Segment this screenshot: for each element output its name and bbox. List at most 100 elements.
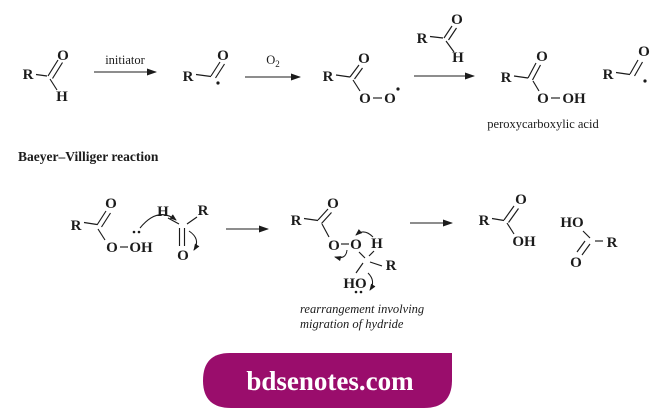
- bond: [349, 64, 360, 78]
- atom-label-o: O: [384, 91, 396, 107]
- atom-label-r: R: [183, 69, 194, 85]
- atom-label-o: O: [106, 240, 118, 256]
- acylperoxy-radical: R O O O: [323, 51, 400, 107]
- bond: [429, 35, 444, 39]
- radical-dot: [396, 87, 400, 91]
- bond: [532, 80, 540, 92]
- aldehyde-electrophile: H R O: [157, 203, 208, 264]
- atom-label-o: O: [536, 49, 548, 65]
- bond: [335, 74, 351, 78]
- bond: [321, 223, 330, 238]
- bond: [615, 71, 631, 76]
- bond: [195, 73, 212, 78]
- atom-label-ho: HO: [343, 276, 366, 292]
- acyl-radical-product: R O: [603, 44, 650, 83]
- bond: [448, 27, 457, 41]
- curved-arrow-pi-bond: [188, 230, 200, 251]
- bond: [321, 212, 332, 224]
- atom-label-o: O: [358, 51, 370, 67]
- atom-label-oh: OH: [129, 240, 153, 256]
- bond: [317, 208, 329, 221]
- atom-label-oh: OH: [512, 234, 536, 250]
- atom-label-r: R: [71, 218, 82, 234]
- carboxylic-acid-byproduct: HO R O: [560, 215, 617, 271]
- mechanism-caption-line1: rearrangement involving: [300, 302, 424, 316]
- atom-label-o: O: [327, 196, 339, 212]
- atom-label-o: O: [105, 196, 117, 212]
- atom-label-o: O: [217, 48, 229, 64]
- radical-chain-scheme: R O H initiator R O O2 R: [23, 12, 650, 131]
- bond: [101, 212, 111, 228]
- atom-label-h: H: [371, 236, 383, 252]
- atom-label-o: O: [451, 12, 463, 28]
- curved-arrow-o-o-cleavage: [334, 249, 348, 262]
- bond: [303, 217, 319, 222]
- banner-site-name[interactable]: bdsenotes.com: [246, 366, 414, 396]
- bond: [445, 40, 455, 53]
- atom-label-r: R: [291, 213, 302, 229]
- atom-label-r: R: [386, 258, 397, 274]
- aldehyde-reactant: R O H: [23, 48, 69, 105]
- atom-label-o: O: [57, 48, 69, 64]
- atom-label-r: R: [479, 213, 490, 229]
- radical-dot: [216, 81, 220, 85]
- peroxyacid-name-label: peroxycarboxylic acid: [487, 117, 599, 131]
- bond: [369, 261, 383, 267]
- bond: [186, 216, 198, 225]
- o2-subscript: 2: [275, 59, 280, 69]
- bond: [581, 243, 591, 256]
- o2-symbol: O: [266, 53, 275, 67]
- bond: [531, 64, 542, 81]
- bond: [443, 25, 453, 39]
- carboxylic-acid-product: R O OH: [479, 192, 536, 250]
- peroxycarboxylic-acid: R O O OH peroxycarboxylic acid: [487, 49, 599, 131]
- tetrahedral-intermediate: R O O O H R HO: [291, 196, 397, 294]
- bond: [354, 67, 363, 80]
- lone-pair-dot: [359, 290, 363, 294]
- bond: [527, 62, 537, 79]
- site-banner[interactable]: bdsenotes.com: [203, 353, 452, 408]
- bond: [47, 59, 59, 77]
- bond: [210, 61, 221, 77]
- atom-label-r: R: [501, 70, 512, 86]
- atom-label-o: O: [359, 91, 371, 107]
- bond: [358, 251, 366, 259]
- bond: [49, 78, 58, 91]
- bond: [508, 208, 519, 223]
- atom-label-h: H: [56, 89, 68, 105]
- initiator-step: initiator: [94, 53, 157, 76]
- lone-pair-dot: [137, 230, 141, 234]
- atom-label-o: O: [177, 248, 189, 264]
- atom-label-o: O: [328, 238, 340, 254]
- bond: [582, 230, 591, 239]
- curved-arrow-hydride-shift: [355, 229, 374, 238]
- curved-arrow-attack: [139, 214, 177, 229]
- atom-label-r: R: [603, 67, 614, 83]
- bond: [52, 62, 63, 79]
- section-heading: Baeyer–Villiger reaction: [18, 149, 159, 164]
- bond: [634, 61, 643, 77]
- bond: [355, 262, 364, 274]
- atom-label-o: O: [350, 237, 362, 253]
- bond: [97, 228, 106, 241]
- atom-label-r: R: [323, 69, 334, 85]
- acyl-radical: R O: [183, 48, 229, 85]
- bond: [503, 205, 515, 221]
- bond: [215, 63, 225, 79]
- atom-label-r: R: [198, 203, 209, 219]
- curved-arrow-lone-pair: [367, 272, 376, 291]
- atom-label-h: H: [157, 204, 169, 220]
- banner-pill[interactable]: [203, 353, 452, 408]
- initiator-label: initiator: [105, 53, 145, 67]
- atom-label-r: R: [23, 67, 34, 83]
- bond: [167, 217, 180, 225]
- bond: [352, 79, 361, 92]
- baeyer-villiger-scheme: R O O OH H R O R: [71, 192, 618, 331]
- atom-label-oh: OH: [562, 91, 586, 107]
- atom-label-ho: HO: [560, 215, 583, 231]
- bond: [629, 59, 639, 75]
- lone-pair-dot: [354, 290, 358, 294]
- bond: [506, 222, 515, 235]
- bond: [491, 217, 505, 222]
